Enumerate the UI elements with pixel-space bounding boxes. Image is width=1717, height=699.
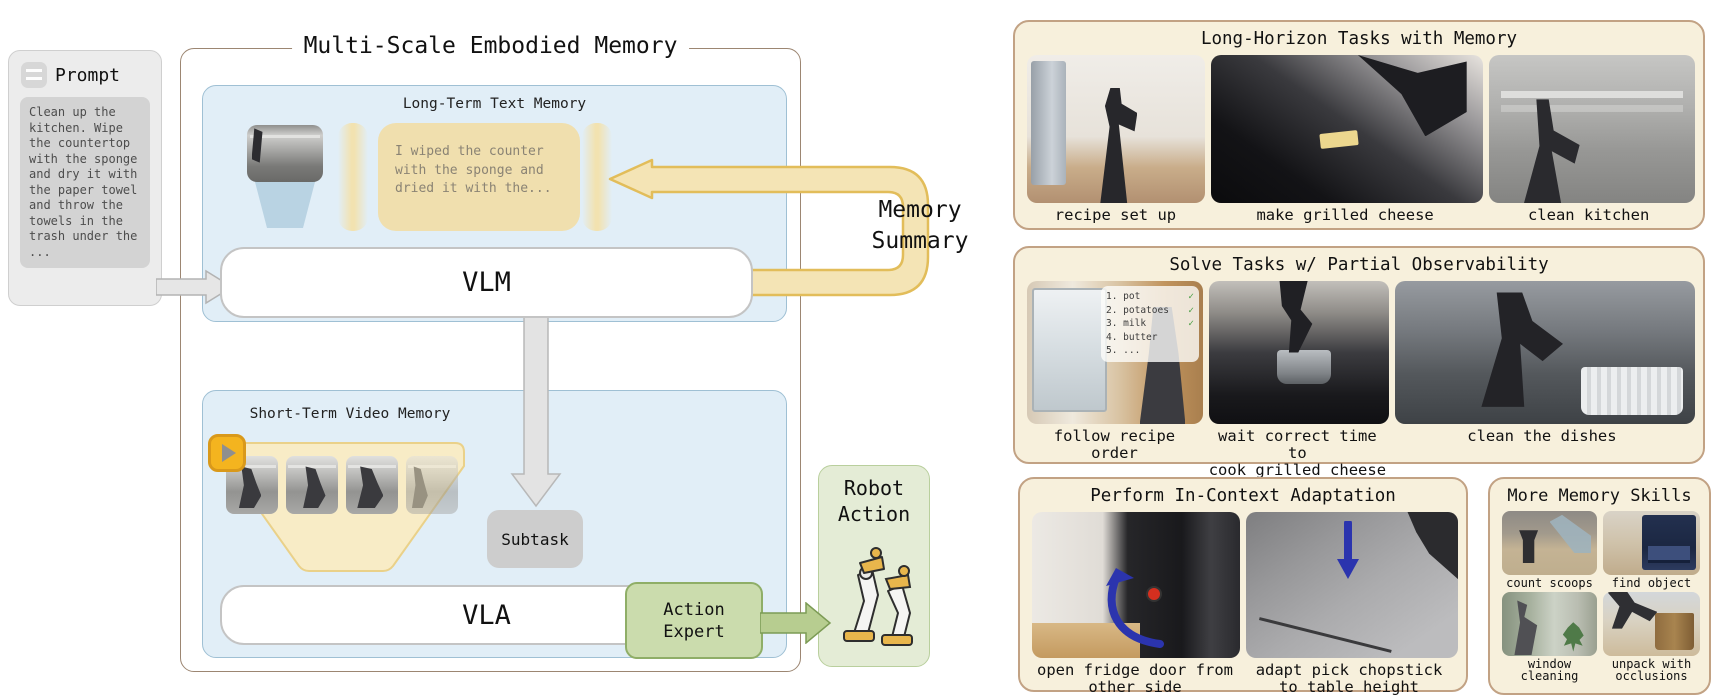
caption: count scoops [1506,576,1593,590]
diagram-title: Multi-Scale Embodied Memory [291,33,690,59]
caption: open fridge door from other side [1037,661,1233,696]
vla-label: VLA [462,599,511,631]
video-frame [286,456,338,514]
caption: unpack with occlusions [1611,656,1692,683]
photo-clean-kitchen [1489,55,1695,203]
caption: clean the dishes [1467,427,1617,445]
video-frame-strip [226,456,458,514]
prompt-box: Prompt Clean up the kitchen. Wipe the co… [8,50,162,306]
check-icon: ✓ [1188,318,1194,329]
check-icon: ✓ [1188,291,1194,302]
panel-more-memory-skills: More Memory Skills count scoops find obj… [1488,477,1711,695]
kitchen-observation-thumbnail [247,125,323,182]
caption: find object [1611,576,1692,590]
vlm-label: VLM [462,267,511,298]
robot-action-label: Robot Action [837,476,911,526]
caption: adapt pick chopstick to table height [1255,661,1443,696]
caption: recipe set up [1054,206,1177,224]
panel-more-memory-skills-title: More Memory Skills [1507,486,1692,506]
photo-adapt-chopstick [1246,512,1458,658]
subtask-box: Subtask [487,510,583,568]
prompt-header: Prompt [9,51,161,88]
skills-grid: count scoops find object window cleaning… [1502,511,1700,683]
photo-count-scoops [1502,511,1597,575]
main-architecture-box: Multi-Scale Embodied Memory [180,33,801,672]
vlm-box: VLM [220,247,753,318]
video-frame [346,456,398,514]
photo-follow-recipe: 1. pot✓ 2. potatoes✓ 3. milk✓ 4. butter … [1027,281,1203,424]
memory-fade-left [338,123,368,231]
photo-recipe-setup [1027,55,1205,203]
panel-partial-observability: Solve Tasks w/ Partial Observability 1. … [1013,246,1705,479]
photo-open-fridge-door [1032,512,1240,658]
down-arrow-annotation [1337,520,1360,579]
caption: window cleaning [1520,656,1579,683]
caption: make grilled cheese [1256,206,1434,224]
action-to-robot-arrow [760,602,832,644]
photo-find-object [1603,511,1700,575]
checklist-item: 4. butter [1106,331,1158,343]
long-term-memory-text: I wiped the counter with the sponge and … [378,123,580,231]
panel-partial-observability-title: Solve Tasks w/ Partial Observability [1169,255,1549,275]
prompt-title: Prompt [55,64,121,86]
prompt-text: Clean up the kitchen. Wipe the counterto… [20,97,150,268]
photo-make-grilled-cheese [1211,55,1483,203]
memory-fade-right [582,123,612,231]
checklist-item: 2. potatoes [1106,304,1169,316]
photo-window-cleaning [1502,591,1597,656]
play-triangle [222,444,236,462]
recipe-checklist-overlay: 1. pot✓ 2. potatoes✓ 3. milk✓ 4. butter … [1101,286,1199,362]
vlm-to-subtask-arrow [510,317,562,508]
list-icon [21,62,47,88]
checklist-item: 3. milk [1106,318,1147,329]
action-expert-label: Action Expert [663,599,725,642]
caption: wait correct time to cook grilled cheese [1208,427,1387,479]
prompt-to-vlm-arrow [156,269,234,305]
curved-arrow-annotation [1106,568,1165,649]
video-frame-fading [406,456,458,514]
panel-in-context-adaptation-title: Perform In-Context Adaptation [1090,486,1396,506]
robot-action-box: Robot Action [818,465,930,667]
subtask-label: Subtask [501,529,569,549]
memory-summary-label: Memory Summary [871,197,969,254]
photo-clean-dishes [1395,281,1695,424]
long-term-memory-label: Long-Term Text Memory [402,96,587,112]
panel-in-context-adaptation: Perform In-Context Adaptation open fridg… [1018,477,1468,696]
short-term-memory-label: Short-Term Video Memory [249,406,451,422]
checklist-item: 5. ... [1106,345,1141,356]
action-expert-box: Action Expert [625,582,763,659]
panel-long-horizon: Long-Horizon Tasks with Memory recipe se… [1013,20,1705,230]
panel-long-horizon-title: Long-Horizon Tasks with Memory [1200,29,1518,49]
play-icon [208,434,246,472]
robot-illustration [843,547,913,646]
check-icon: ✓ [1188,304,1194,316]
photo-unpack-occlusions [1603,591,1700,656]
checklist-item: 1. pot [1106,291,1141,302]
photo-cook-timing [1209,281,1389,424]
memory-summary-loop-arrow [608,158,930,297]
caption: clean kitchen [1527,206,1650,224]
caption: follow recipe order [1053,427,1176,462]
